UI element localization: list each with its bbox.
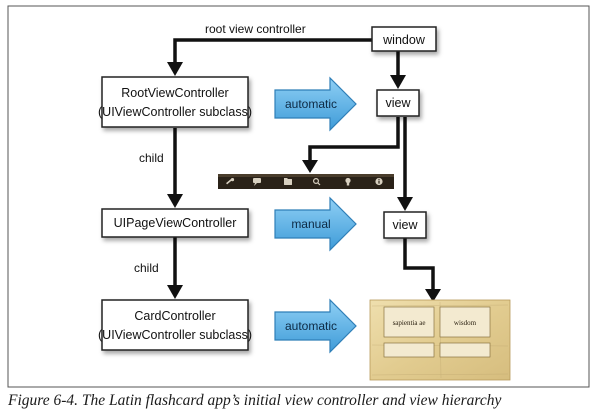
- node-cardvc: CardController (UIViewController subclas…: [98, 299, 252, 351]
- blue-arrow-automatic-1: automatic: [274, 76, 357, 132]
- card-back-panel-lower: [439, 342, 491, 358]
- connector-arrowheads: [167, 62, 441, 302]
- card-translation: wisdom: [454, 319, 477, 327]
- magnifier-icon: [313, 178, 321, 186]
- edge-window-to-rootvc: [173, 38, 379, 64]
- arrowhead-view1: [390, 75, 406, 89]
- edge-view1-to-toolbar: [308, 117, 400, 162]
- speech-bubble-icon: [253, 178, 261, 186]
- card-word: sapientia ae: [393, 319, 426, 327]
- figure-frame: [7, 5, 590, 388]
- blue-arrow-manual: manual: [274, 196, 357, 252]
- figure-caption: Figure 6-4. The Latin flashcard app’s in…: [8, 392, 502, 409]
- automatic-1-label: automatic: [285, 97, 337, 111]
- arrowhead-cardscreen: [425, 289, 441, 302]
- info-icon: [375, 177, 383, 186]
- label-child-2: child: [134, 261, 159, 275]
- card-screen: sapientia ae wisdom: [369, 299, 511, 381]
- view2-label: view: [392, 218, 418, 232]
- automatic-2-label: automatic: [285, 319, 337, 333]
- window-label: window: [382, 33, 426, 47]
- view1-label: view: [385, 96, 411, 110]
- node-pagevc: UIPageViewController: [101, 208, 249, 238]
- pagevc-title: UIPageViewController: [114, 216, 237, 230]
- wrench-icon: [226, 178, 235, 185]
- rootvc-title: RootViewController: [121, 86, 228, 100]
- arrowhead-view2: [397, 197, 413, 211]
- card-front-panel-lower: [383, 342, 435, 358]
- connector-lines: [173, 38, 435, 290]
- rootvc-subtitle: (UIViewController subclass): [98, 105, 252, 119]
- node-window: window: [371, 26, 437, 52]
- toolbar-strip: [218, 174, 394, 189]
- arrowhead-rootvc: [167, 62, 183, 76]
- folder-icon: [284, 178, 292, 185]
- card-back-panel: [439, 306, 491, 338]
- label-root-view-controller: root view controller: [205, 22, 306, 36]
- manual-label: manual: [291, 217, 330, 231]
- cardvc-subtitle: (UIViewController subclass): [98, 328, 252, 342]
- arrowhead-cardvc: [167, 285, 183, 299]
- edge-view2-to-cardscreen: [403, 238, 435, 290]
- card-front-panel: [383, 306, 435, 338]
- node-view-2: view: [383, 211, 427, 239]
- lightbulb-icon: [345, 177, 351, 186]
- arrowhead-toolbar: [302, 160, 318, 173]
- node-view-1: view: [376, 89, 420, 117]
- cardvc-title: CardController: [134, 309, 215, 323]
- arrowhead-pagevc: [167, 194, 183, 208]
- label-child-1: child: [139, 151, 164, 165]
- blue-arrow-automatic-2: automatic: [274, 298, 357, 354]
- node-rootvc: RootViewController (UIViewController sub…: [98, 76, 252, 128]
